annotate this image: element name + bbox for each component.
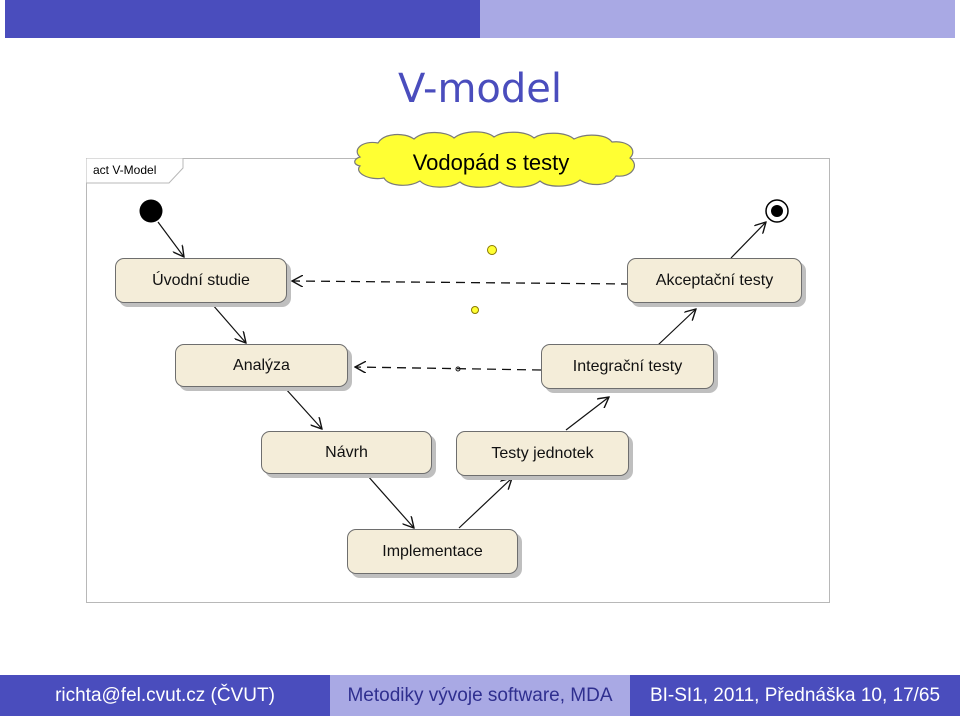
flow-edge bbox=[730, 222, 766, 259]
top-bar-right bbox=[480, 0, 955, 38]
flow-edge bbox=[284, 387, 322, 429]
flow-edge bbox=[565, 397, 609, 431]
node-testy-jednotek: Testy jednotek bbox=[456, 431, 629, 476]
footer-author: richta@fel.cvut.cz (ČVUT) bbox=[0, 675, 330, 716]
node-navrh: Návrh bbox=[261, 431, 432, 474]
dependency-edge bbox=[292, 281, 631, 284]
flow-edge bbox=[157, 221, 184, 257]
note-dot bbox=[471, 306, 479, 314]
initial-node bbox=[139, 199, 163, 223]
frame-label: act V-Model bbox=[93, 163, 157, 177]
note-dot bbox=[487, 245, 497, 255]
cloud-label: Vodopád s testy bbox=[412, 150, 570, 175]
node-akceptacni-testy: Akceptační testy bbox=[627, 258, 802, 303]
node-integracni-testy: Integrační testy bbox=[541, 344, 714, 389]
final-node bbox=[765, 199, 789, 223]
flow-edge bbox=[458, 478, 512, 529]
footer-lecture: BI-SI1, 2011, Přednáška 10, 17/65 bbox=[630, 675, 960, 716]
frame-tab bbox=[86, 158, 184, 184]
flow-edge bbox=[366, 474, 414, 528]
flow-edge bbox=[211, 303, 246, 343]
cloud-shape bbox=[354, 131, 635, 188]
dependency-edge bbox=[355, 367, 542, 370]
node-implementace: Implementace bbox=[347, 529, 518, 574]
slide-title: V-model bbox=[397, 66, 562, 112]
node-uvodni-studie: Úvodní studie bbox=[115, 258, 287, 303]
flow-edge bbox=[657, 309, 696, 346]
top-bar-left bbox=[5, 0, 480, 38]
node-analyza: Analýza bbox=[175, 344, 348, 387]
footer-course: Metodiky vývoje software, MDA bbox=[330, 675, 630, 716]
